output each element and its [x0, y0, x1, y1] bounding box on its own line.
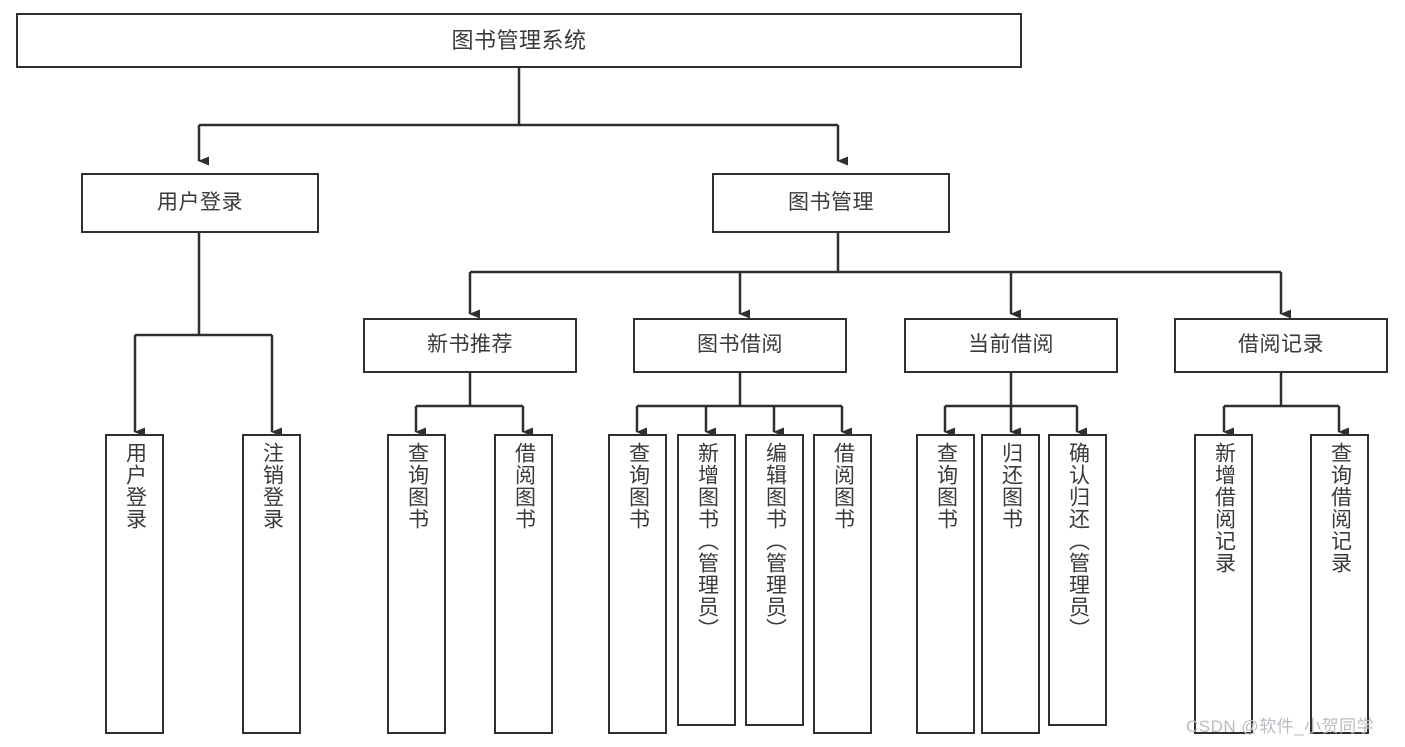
- node-book-management[interactable]: 图书管理: [712, 173, 950, 233]
- node-label: 图书管理系统: [451, 27, 587, 53]
- node-label: 查询图书: [934, 442, 958, 530]
- leaf-borrow-book-new-recommend[interactable]: 借阅图书: [494, 434, 553, 734]
- node-label: 借阅记录: [1238, 333, 1324, 357]
- node-label: 图书管理: [788, 190, 874, 214]
- node-label: 新书推荐: [427, 333, 513, 357]
- node-label: 查询图书: [405, 442, 429, 530]
- leaf-borrow-book-borrow[interactable]: 借阅图书: [813, 434, 872, 734]
- leaf-return-book[interactable]: 归还图书: [981, 434, 1040, 734]
- leaf-logout-login[interactable]: 注销登录: [242, 434, 301, 734]
- leaf-edit-book-admin[interactable]: 编辑图书（管理员）: [745, 434, 804, 726]
- node-label: 查询图书: [626, 442, 650, 530]
- node-label: 借阅图书: [512, 442, 536, 530]
- leaf-add-borrow-record[interactable]: 新增借阅记录: [1194, 434, 1253, 734]
- node-user-login[interactable]: 用户登录: [81, 173, 319, 233]
- node-label: 当前借阅: [968, 333, 1054, 357]
- node-label: 新增借阅记录: [1212, 442, 1236, 574]
- node-label: 注销登录: [260, 442, 284, 530]
- node-label: 归还图书: [999, 442, 1023, 530]
- node-borrow-record[interactable]: 借阅记录: [1174, 318, 1388, 373]
- node-current-borrow[interactable]: 当前借阅: [904, 318, 1118, 373]
- leaf-query-book-new-recommend[interactable]: 查询图书: [387, 434, 446, 734]
- node-root-book-management-system[interactable]: 图书管理系统: [16, 13, 1022, 68]
- leaf-add-book-admin[interactable]: 新增图书（管理员）: [677, 434, 736, 726]
- leaf-query-book-borrow[interactable]: 查询图书: [608, 434, 667, 734]
- node-new-book-recommend[interactable]: 新书推荐: [363, 318, 577, 373]
- node-label: 编辑图书（管理员）: [763, 442, 787, 640]
- node-label: 用户登录: [157, 190, 243, 214]
- node-label: 查询借阅记录: [1328, 442, 1352, 574]
- node-label: 新增图书（管理员）: [695, 442, 719, 640]
- node-label: 用户登录: [123, 442, 147, 530]
- leaf-user-login[interactable]: 用户登录: [105, 434, 164, 734]
- node-label: 借阅图书: [831, 442, 855, 530]
- leaf-query-book-current[interactable]: 查询图书: [916, 434, 975, 734]
- node-book-borrow[interactable]: 图书借阅: [633, 318, 847, 373]
- node-label: 图书借阅: [697, 333, 783, 357]
- csdn-watermark: CSDN @软件_小贺同学: [1186, 717, 1375, 736]
- leaf-query-borrow-record[interactable]: 查询借阅记录: [1310, 434, 1369, 734]
- node-label: 确认归还（管理员）: [1066, 442, 1090, 640]
- leaf-confirm-return-admin[interactable]: 确认归还（管理员）: [1048, 434, 1107, 726]
